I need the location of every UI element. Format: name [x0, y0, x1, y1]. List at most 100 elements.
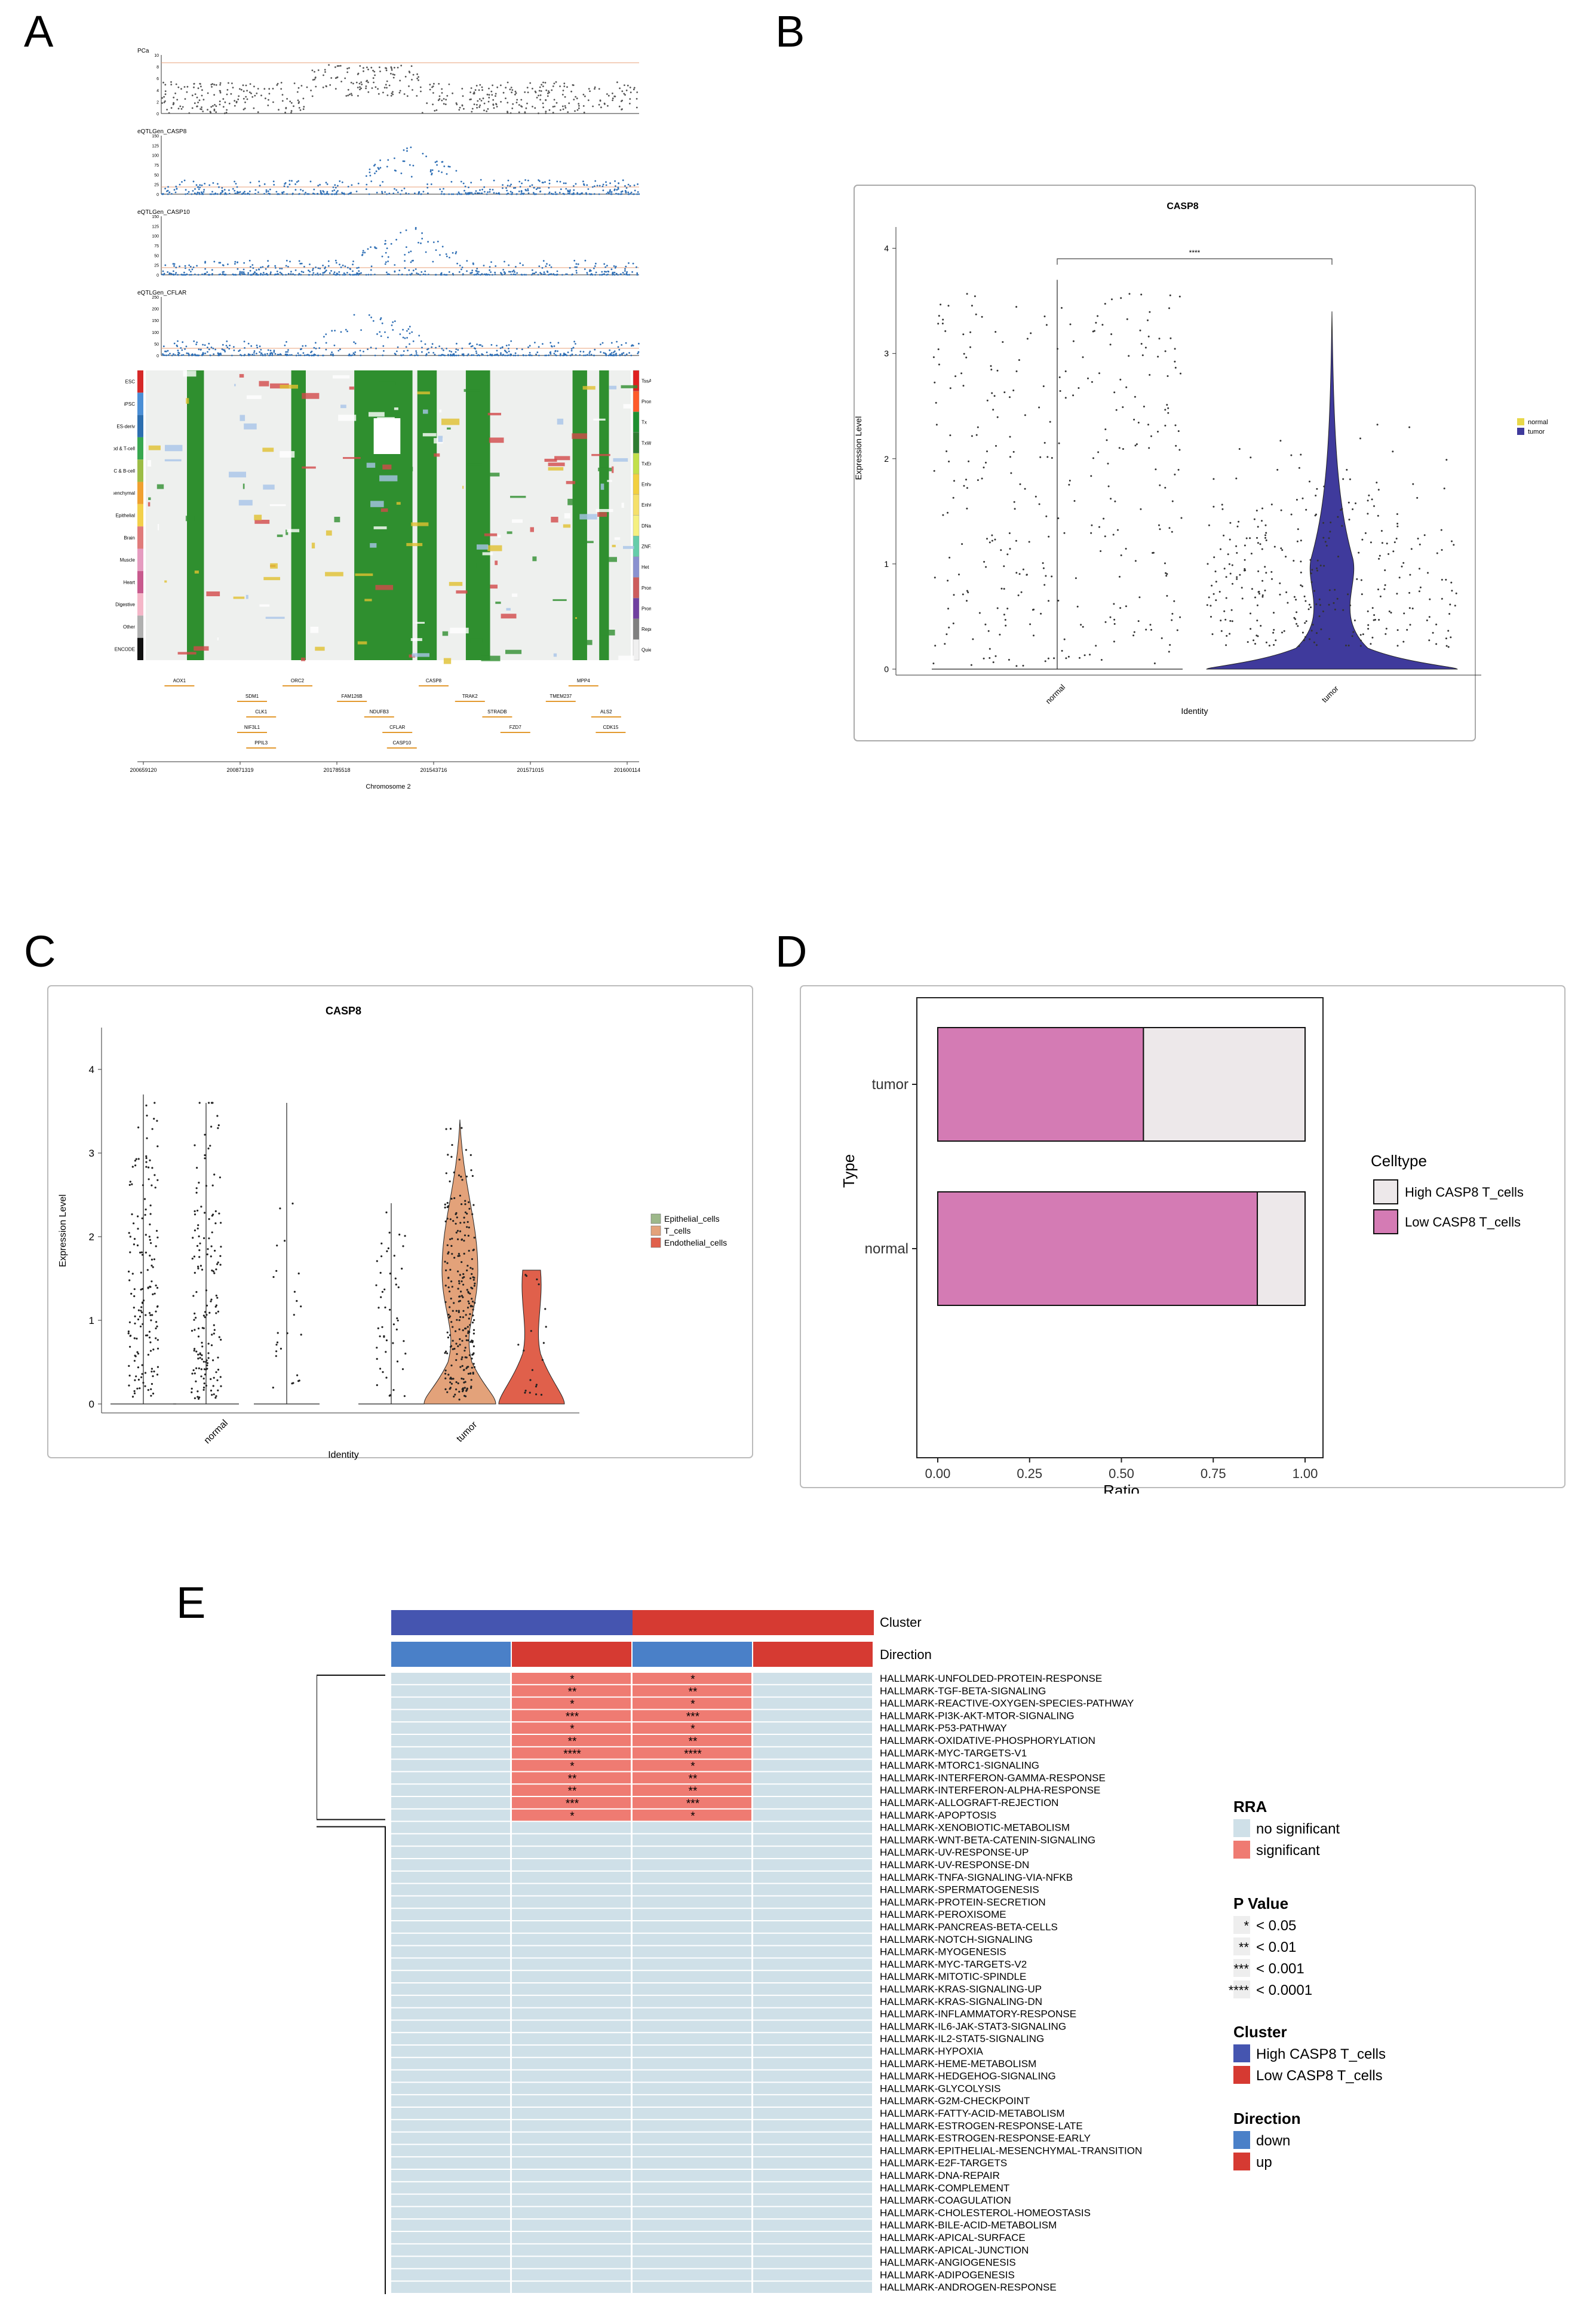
snp-point [284, 183, 286, 185]
b-point [1002, 341, 1004, 343]
c-point [383, 1288, 386, 1290]
b-point [1322, 522, 1325, 524]
b-point [933, 470, 935, 472]
snp-point [449, 350, 451, 352]
snp-point [429, 88, 431, 91]
e-heat-cell [512, 2145, 631, 2157]
b-point [1166, 594, 1168, 597]
b-point [1352, 508, 1354, 510]
snp-point [223, 189, 226, 191]
b-point [965, 356, 968, 358]
snp-point [162, 193, 164, 195]
snp-point [179, 105, 182, 108]
b-point [1167, 375, 1169, 377]
e-heat-cell [512, 1933, 631, 1945]
snp-point [542, 102, 544, 105]
c-point [210, 1378, 212, 1380]
b-point [1279, 440, 1282, 442]
b-point [942, 514, 944, 516]
tissue-label: HSC & B-cell [113, 468, 135, 474]
snp-point [183, 86, 186, 88]
chromatin-segment [623, 545, 634, 549]
snp-point [273, 351, 275, 353]
snp-point [628, 262, 630, 264]
snp-point [420, 242, 422, 244]
e-heat-cell [633, 2194, 751, 2206]
e-heat-cell [512, 2083, 631, 2095]
c-point [461, 1358, 463, 1360]
snp-point [294, 183, 296, 185]
snp-point [561, 105, 564, 108]
snp-point [496, 353, 498, 355]
b-point [1450, 581, 1453, 584]
b-point [1122, 406, 1124, 408]
snp-point [222, 349, 225, 351]
e-heat-cell [512, 1673, 631, 1684]
e-legend-cluster-label: High CASP8 T_cells [1256, 2046, 1386, 2062]
b-point [975, 313, 977, 315]
tissue-label: iPSC [124, 401, 135, 407]
snp-point [550, 342, 552, 344]
snp-point [534, 90, 536, 93]
b-point [1150, 628, 1152, 631]
e-legend-rra-label: significant [1256, 1842, 1320, 1859]
b-point [1215, 599, 1217, 602]
snp-point [302, 108, 305, 111]
snp-point [361, 83, 363, 85]
b-point [994, 655, 997, 657]
chromatin-segment [530, 527, 534, 532]
track-y-tick: 25 [154, 264, 159, 268]
snp-point [314, 78, 315, 81]
c-point [455, 1222, 457, 1225]
c-point [211, 1333, 213, 1336]
snp-point [198, 348, 200, 351]
c-point [272, 1387, 274, 1389]
snp-point [436, 164, 438, 166]
snp-point [298, 107, 300, 109]
snp-point [630, 191, 633, 194]
e-legend-direction-label: down [1256, 2133, 1290, 2149]
snp-point [386, 94, 389, 96]
b-point [1337, 556, 1339, 558]
snp-point [410, 65, 413, 67]
snp-point [226, 347, 229, 348]
snp-point [391, 324, 393, 326]
panel-d-frame [800, 985, 1565, 1488]
snp-point [629, 87, 631, 88]
snp-point [238, 95, 240, 97]
b-point [1009, 436, 1011, 438]
c-point [152, 1293, 154, 1296]
snp-point [174, 92, 176, 94]
c-point [147, 1354, 149, 1356]
snp-point [339, 348, 341, 351]
snp-point [402, 160, 404, 163]
snp-point [386, 271, 388, 274]
chromatin-segment [238, 499, 253, 506]
snp-point [236, 186, 238, 188]
snp-point [476, 268, 478, 270]
snp-point [392, 329, 394, 331]
snp-point [340, 266, 342, 268]
snp-point [313, 353, 315, 355]
chromosome-tick-label: 200871319 [226, 767, 253, 773]
snp-point [434, 161, 437, 163]
panel-c-letter: C [24, 927, 56, 976]
b-point [1008, 532, 1011, 534]
e-heat-cell [753, 1822, 872, 1834]
snp-point [489, 274, 491, 276]
snp-point [363, 70, 364, 72]
c-point [449, 1306, 451, 1308]
b-point [996, 369, 999, 372]
snp-point [566, 273, 568, 275]
snp-point [433, 82, 435, 85]
chromatin-segment [246, 395, 262, 399]
e-heat-cell [391, 1847, 510, 1858]
snp-point [403, 149, 405, 151]
chromatin-segment [194, 571, 199, 574]
e-row-label: HALLMARK-EPITHELIAL-MESENCHYMAL-TRANSITI… [880, 2145, 1142, 2156]
e-row-label: HALLMARK-G2M-CHECKPOINT [880, 2095, 1030, 2107]
snp-point [336, 65, 339, 67]
c-point [470, 1169, 472, 1172]
c-point [197, 1265, 199, 1268]
